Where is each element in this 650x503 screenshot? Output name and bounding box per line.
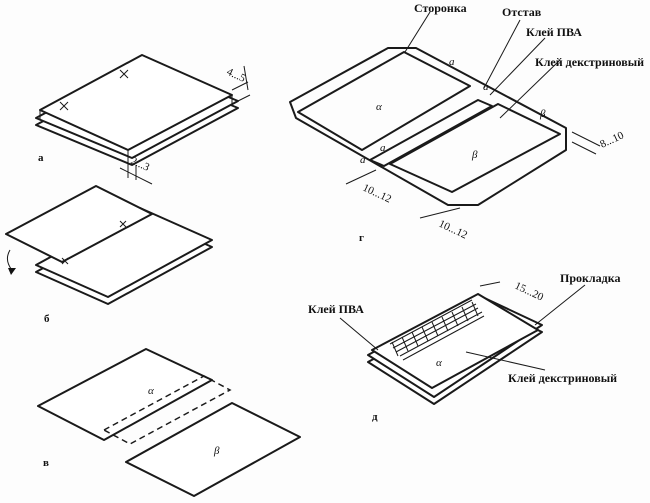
dimension-label: 10...12: [437, 218, 469, 242]
leader-line: [404, 11, 431, 53]
dimension-label: 10...12: [361, 182, 393, 206]
callout-otstav: Отстав: [502, 5, 542, 19]
figure-a-book: [35, 54, 251, 185]
leader-line: [534, 284, 586, 326]
part-beta-label: β: [471, 149, 478, 161]
part-alpha-label: α: [436, 357, 442, 369]
leader-line: [465, 351, 546, 371]
callout-pva-glue: Клей ПВА: [308, 302, 364, 316]
dimension-label: 2...3: [129, 155, 152, 174]
callout-dextrin-glue: Клей декстриновый: [508, 371, 617, 385]
leader-line: [483, 19, 521, 89]
figure-v-two-sheets: [37, 348, 301, 497]
cross-mark-icon: [61, 257, 69, 265]
cross-mark-icon: [59, 101, 69, 111]
callout-dextrin-glue: Клей декстриновый: [535, 55, 644, 69]
edge-mark: а: [380, 142, 386, 154]
pva-glue-hatch: [389, 299, 485, 361]
figure-label: г: [359, 232, 364, 244]
figure-d-glued-book: [367, 293, 543, 405]
arrow-head-icon: [8, 268, 16, 275]
leader-line: [489, 37, 546, 96]
callout-pva-glue: Клей ПВА: [526, 25, 582, 39]
part-alpha-label: α: [376, 101, 382, 113]
callout-storonka: Сторонка: [414, 1, 467, 15]
figure-label: д: [372, 411, 378, 423]
sheet-alpha-label: α: [148, 385, 154, 397]
cross-mark-icon: [119, 220, 127, 228]
edge-mark: а: [449, 56, 455, 68]
figure-b-sheet-over-book: [5, 185, 213, 305]
leader-line: [339, 317, 379, 351]
callout-spacer: Прокладка: [560, 271, 620, 285]
figure-label: б: [44, 313, 50, 325]
edge-mark: β: [539, 108, 546, 120]
figure-label: в: [43, 457, 49, 469]
dimension-label: 8...10: [598, 129, 626, 151]
edge-mark: а: [483, 81, 489, 93]
dimension-label: 15...20: [513, 280, 546, 304]
cross-mark-icon: [119, 69, 129, 79]
sheet-beta-label: β: [213, 445, 220, 457]
edge-mark: а: [360, 154, 366, 166]
leader-line: [499, 59, 561, 119]
rotate-arrow-icon: [6, 249, 13, 271]
figure-g-cover-layout: [289, 47, 567, 206]
figure-label: а: [38, 152, 44, 164]
